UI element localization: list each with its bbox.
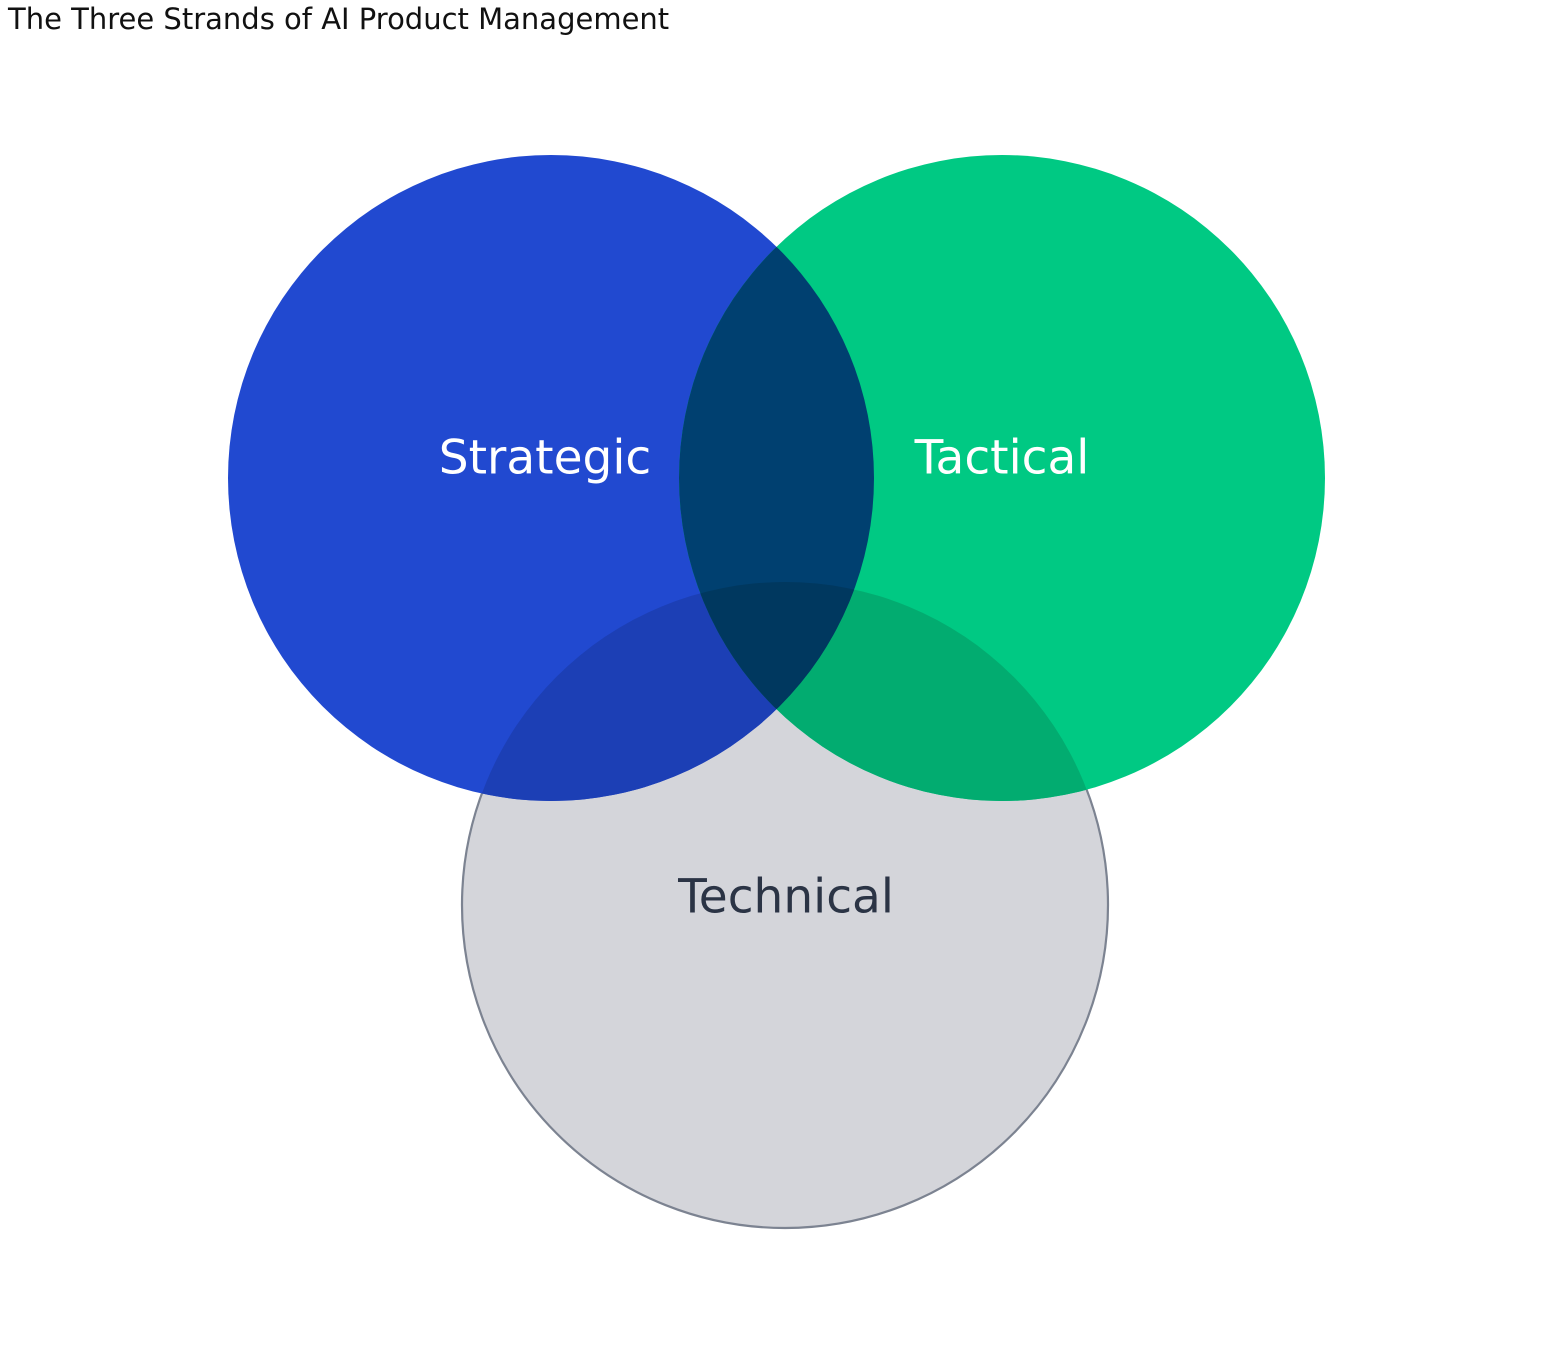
- venn-label-technical: Technical: [677, 870, 894, 925]
- venn-overlap-strategic-technical: [462, 582, 874, 801]
- venn-overlap-tactical-technical: [679, 582, 1108, 801]
- venn-label-strategic: Strategic: [439, 431, 651, 486]
- page-title: The Three Strands of AI Product Manageme…: [8, 2, 670, 36]
- venn-label-tactical: Tactical: [914, 431, 1090, 486]
